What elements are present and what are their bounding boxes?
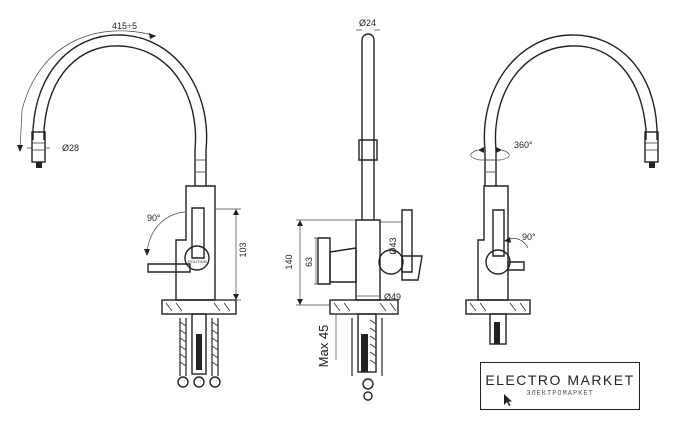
base-diameter-label: Ø49	[384, 292, 401, 302]
body-brand-label: POLITION	[188, 259, 207, 264]
aerator-left	[31, 131, 46, 163]
max-countertop-label: Max 45	[316, 325, 331, 368]
reach-dimension-arc	[19, 30, 157, 151]
watermark-title: ELECTRO MARKET	[485, 372, 635, 388]
body-diameter-label: Ø43	[388, 237, 398, 254]
mouse-cursor-icon	[504, 394, 512, 406]
faucet-front-view-center: Ø24 140 63 Ø43 Ø49 Max 45	[284, 18, 423, 401]
base-plate-left	[161, 299, 237, 315]
aerator-diameter-label: Ø28	[62, 143, 79, 153]
watermark-subtitle: ЭЛЕКТРОМАРКЕТ	[526, 390, 594, 398]
spout-rotation-arc	[470, 149, 510, 161]
faucet-side-view-left: POLITION 415÷5 Ø28 90° 103	[17, 21, 248, 388]
handle-rotation-arc-left	[146, 211, 186, 253]
faucet-back-view-right: 360° 90°	[465, 34, 659, 345]
body-circle-center	[378, 249, 404, 275]
base-plate-center	[329, 299, 399, 315]
body-circle-right	[485, 249, 511, 275]
total-height-label: 140	[284, 254, 294, 269]
handle-offset-label: 63	[304, 257, 314, 267]
aerator-right	[644, 131, 659, 163]
spout-rotation-label: 360°	[514, 140, 533, 150]
electro-market-watermark: ELECTRO MARKET ЭЛЕКТРОМАРКЕТ	[480, 362, 640, 410]
body-circle-left	[184, 245, 210, 271]
spout-diameter-label: Ø24	[359, 18, 376, 28]
handle-rotation-label-right: 90°	[522, 232, 536, 242]
base-plate-right	[465, 299, 531, 315]
handle-height-label: 103	[238, 242, 248, 257]
handle-rotation-label-left: 90°	[147, 213, 161, 223]
reach-dimension-label: 415÷5	[112, 21, 137, 31]
